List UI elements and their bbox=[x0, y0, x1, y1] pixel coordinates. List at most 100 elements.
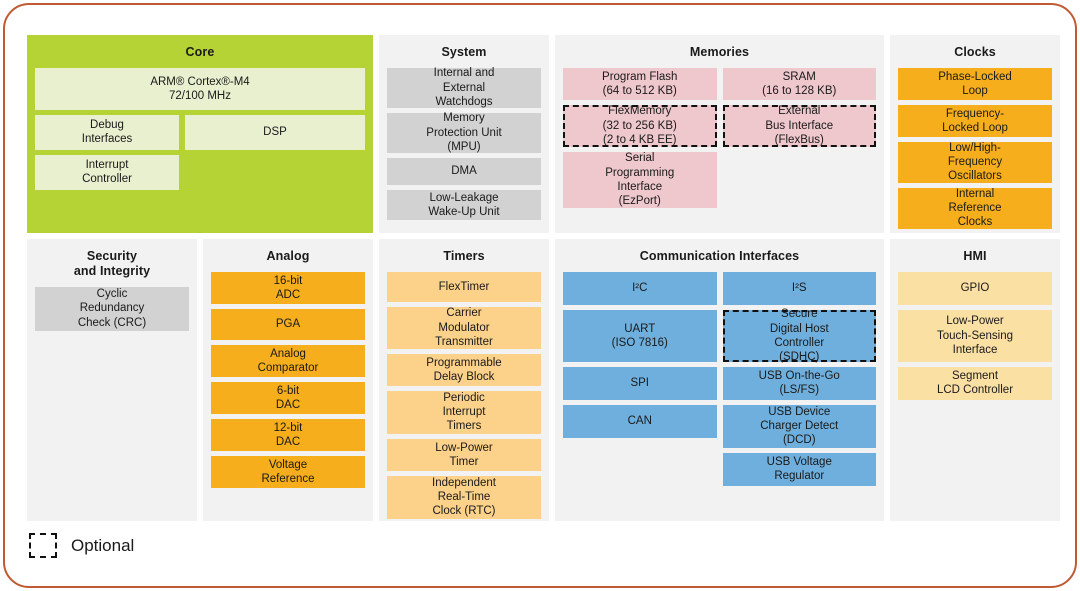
block-segment-lcd-controller[interactable]: Segment LCD Controller bbox=[898, 366, 1052, 400]
panel-hmi: HMI GPIO Low-Power Touch-Sensing Interfa… bbox=[890, 239, 1060, 521]
block-line: Program Flash bbox=[602, 70, 678, 83]
panel-title-analog: Analog bbox=[266, 249, 310, 263]
block-line: Phase-Locked bbox=[938, 70, 1012, 83]
block-voltage-reference[interactable]: Voltage Reference bbox=[211, 455, 365, 488]
block-low-power-timer[interactable]: Low-Power Timer bbox=[387, 438, 541, 471]
block-line: Check (CRC) bbox=[77, 316, 147, 329]
communication-left-column: I²C UART (ISO 7816) SPI CAN bbox=[563, 271, 717, 438]
block-line: USB Device bbox=[768, 405, 831, 418]
block-line: DSP bbox=[263, 126, 287, 139]
block-line: Digital Host bbox=[769, 322, 829, 335]
block-carrier-modulator-transmitter[interactable]: Carrier Modulator Transmitter bbox=[387, 306, 541, 349]
block-secure-digital-host-controller[interactable]: Secure Digital Host Controller (SDHC) bbox=[722, 308, 876, 363]
panel-system: System Internal and External Watchdogs M… bbox=[379, 35, 549, 233]
block-dsp[interactable]: DSP bbox=[185, 114, 365, 150]
block-gpio[interactable]: GPIO bbox=[898, 271, 1052, 305]
panel-title-communication-interfaces: Communication Interfaces bbox=[639, 249, 800, 263]
block-line: Memory bbox=[443, 112, 485, 125]
block-line: Analog bbox=[270, 347, 306, 360]
block-interrupt-controller[interactable]: Interrupt Controller bbox=[35, 154, 179, 190]
block-line: 12-bit bbox=[273, 421, 303, 434]
panel-clocks: Clocks Phase-Locked Loop Frequency- Lock… bbox=[890, 35, 1060, 233]
panel-title-timers: Timers bbox=[443, 249, 485, 263]
panel-title-system: System bbox=[441, 45, 487, 59]
block-line: DAC bbox=[275, 435, 301, 448]
block-12bit-dac[interactable]: 12-bit DAC bbox=[211, 418, 365, 451]
block-line: Voltage bbox=[268, 458, 308, 471]
panel-title-core: Core bbox=[185, 45, 215, 59]
block-memory-protection-unit[interactable]: Memory Protection Unit (MPU) bbox=[387, 112, 541, 153]
block-line: Internal and bbox=[433, 67, 495, 80]
block-line: Wake-Up Unit bbox=[428, 205, 500, 218]
block-line: Redundancy bbox=[79, 302, 145, 315]
block-line: Touch-Sensing bbox=[936, 329, 1014, 342]
dashed-square-icon bbox=[29, 533, 57, 558]
block-cyclic-redundancy-check[interactable]: Cyclic Redundancy Check (CRC) bbox=[35, 286, 189, 331]
block-pga[interactable]: PGA bbox=[211, 308, 365, 340]
block-flextimer[interactable]: FlexTimer bbox=[387, 271, 541, 302]
core-right-column: DSP bbox=[185, 114, 365, 150]
block-watchdogs[interactable]: Internal and External Watchdogs bbox=[387, 67, 541, 108]
block-16bit-adc[interactable]: 16-bit ADC bbox=[211, 271, 365, 304]
block-line: ADC bbox=[275, 288, 301, 301]
block-line: Oscillators bbox=[948, 170, 1002, 183]
block-line: Low-Power bbox=[946, 315, 1004, 328]
block-analog-comparator[interactable]: Analog Comparator bbox=[211, 344, 365, 377]
block-line: Low/High- bbox=[949, 141, 1001, 154]
block-can[interactable]: CAN bbox=[563, 404, 717, 438]
block-line: USB On-the-Go bbox=[758, 370, 840, 382]
block-line: Periodic bbox=[443, 391, 485, 404]
block-line: Controller bbox=[82, 173, 132, 186]
panel-title-security: Security and Integrity bbox=[35, 249, 189, 279]
block-periodic-interrupt-timers[interactable]: Periodic Interrupt Timers bbox=[387, 390, 541, 434]
communication-blocks: I²C UART (ISO 7816) SPI CAN bbox=[563, 271, 876, 486]
block-line: Clock (RTC) bbox=[432, 505, 496, 518]
hmi-blocks: GPIO Low-Power Touch-Sensing Interface S… bbox=[898, 271, 1052, 400]
panel-core: Core ARM® Cortex®-M4 72/100 MHz Debug In… bbox=[27, 35, 373, 233]
block-arm-cortex-m4[interactable]: ARM® Cortex®-M4 72/100 MHz bbox=[35, 67, 365, 110]
block-uart[interactable]: UART (ISO 7816) bbox=[563, 309, 717, 362]
block-spi[interactable]: SPI bbox=[563, 366, 717, 400]
block-low-leakage-wakeup-unit[interactable]: Low-Leakage Wake-Up Unit bbox=[387, 189, 541, 220]
block-internal-reference-clocks[interactable]: Internal Reference Clocks bbox=[898, 187, 1052, 229]
block-diagram-grid: Core ARM® Cortex®-M4 72/100 MHz Debug In… bbox=[27, 35, 1060, 521]
block-line: (64 to 512 KB) bbox=[602, 84, 677, 97]
block-usb-on-the-go[interactable]: USB On-the-Go (LS/FS) bbox=[722, 366, 876, 400]
block-programmable-delay-block[interactable]: Programmable Delay Block bbox=[387, 353, 541, 386]
legend-label: Optional bbox=[71, 535, 135, 555]
block-phase-locked-loop[interactable]: Phase-Locked Loop bbox=[898, 67, 1052, 100]
block-line: FlexTimer bbox=[438, 280, 490, 293]
block-debug-interfaces[interactable]: Debug Interfaces bbox=[35, 114, 179, 150]
memories-right-column: SRAM (16 to 128 KB) External Bus Interfa… bbox=[722, 67, 876, 147]
block-line: USB Voltage bbox=[766, 456, 832, 468]
block-low-power-touch-sensing-interface[interactable]: Low-Power Touch-Sensing Interface bbox=[898, 309, 1052, 362]
block-6bit-dac[interactable]: 6-bit DAC bbox=[211, 381, 365, 414]
block-usb-device-charger-detect[interactable]: USB Device Charger Detect (DCD) bbox=[722, 404, 876, 448]
block-independent-rtc[interactable]: Independent Real-Time Clock (RTC) bbox=[387, 475, 541, 519]
block-external-bus-interface[interactable]: External Bus Interface (FlexBus) bbox=[722, 104, 876, 147]
block-line: Modulator bbox=[438, 321, 490, 334]
block-serial-programming-interface[interactable]: Serial Programming Interface (EzPort) bbox=[563, 151, 717, 208]
block-line: Real-Time bbox=[437, 491, 491, 504]
block-line: (EzPort) bbox=[618, 195, 661, 207]
block-flexmemory[interactable]: FlexMemory (32 to 256 KB) (2 to 4 KB EE) bbox=[563, 104, 717, 147]
panel-security-and-integrity: Security and Integrity Cyclic Redundancy… bbox=[27, 239, 197, 521]
block-usb-voltage-regulator[interactable]: USB Voltage Regulator bbox=[722, 452, 876, 486]
panel-analog: Analog 16-bit ADC PGA Analog Comparator … bbox=[203, 239, 373, 521]
diagram-row-top: Core ARM® Cortex®-M4 72/100 MHz Debug In… bbox=[27, 35, 1060, 233]
block-program-flash[interactable]: Program Flash (64 to 512 KB) bbox=[563, 67, 717, 100]
security-blocks: Cyclic Redundancy Check (CRC) bbox=[35, 286, 189, 331]
block-line: 16-bit bbox=[273, 274, 303, 287]
block-i2c[interactable]: I²C bbox=[563, 271, 717, 305]
memories-left-column: Program Flash (64 to 512 KB) FlexMemory … bbox=[563, 67, 717, 208]
block-line: Loop bbox=[962, 84, 988, 97]
block-line: 6-bit bbox=[276, 384, 300, 397]
block-dma[interactable]: DMA bbox=[387, 157, 541, 185]
block-line: Reference bbox=[948, 202, 1002, 215]
block-sram[interactable]: SRAM (16 to 128 KB) bbox=[722, 67, 876, 100]
block-line: (SDHC) bbox=[779, 351, 820, 363]
block-i2s[interactable]: I²S bbox=[722, 271, 876, 305]
clocks-blocks: Phase-Locked Loop Frequency- Locked Loop… bbox=[898, 67, 1052, 229]
block-frequency-locked-loop[interactable]: Frequency- Locked Loop bbox=[898, 104, 1052, 137]
block-oscillators[interactable]: Low/High- Frequency Oscillators bbox=[898, 141, 1052, 183]
